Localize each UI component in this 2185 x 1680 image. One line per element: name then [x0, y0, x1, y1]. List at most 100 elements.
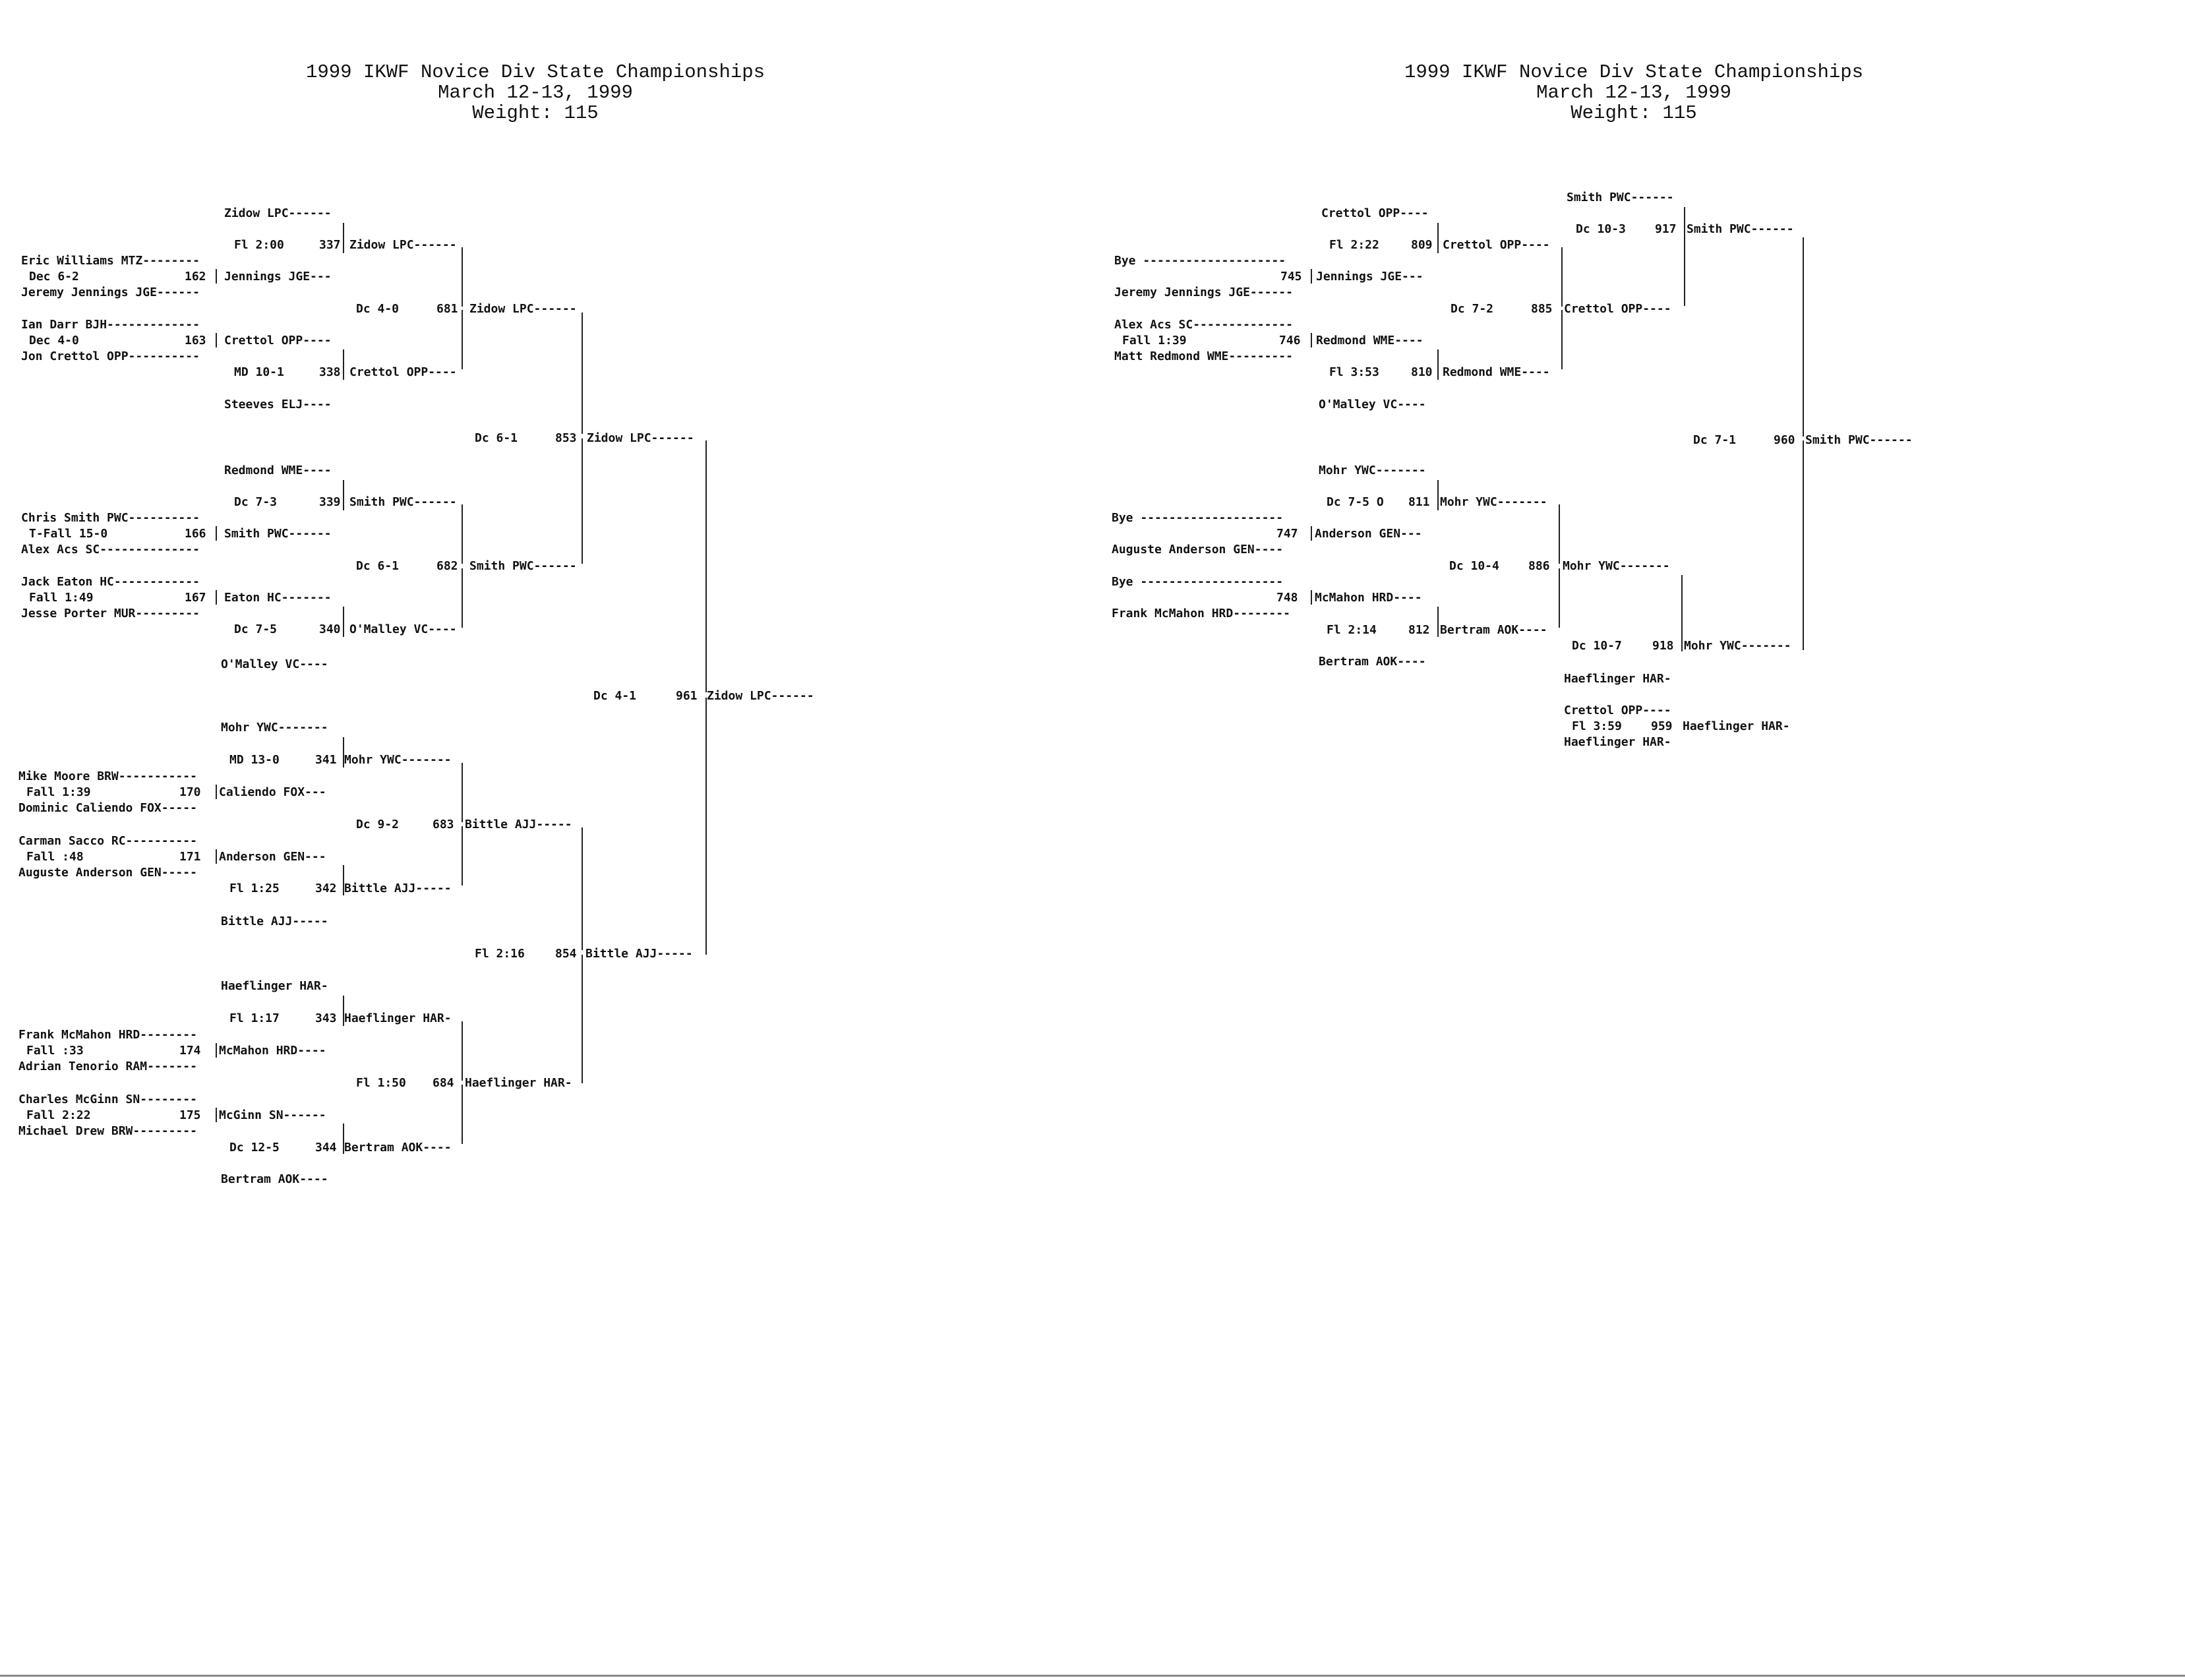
bracket-connector [216, 269, 217, 284]
bracket-connector [1311, 526, 1312, 541]
bracket-entry: Mohr YWC------- [221, 721, 328, 735]
bout-number: 174 [179, 1044, 201, 1058]
bracket-connector [216, 1108, 217, 1122]
match-result: Fl 1:50 [356, 1076, 406, 1090]
bracket-entry: Mike Moore BRW----------- [18, 769, 197, 783]
bracket-entry: Bittle AJJ----- [344, 882, 452, 895]
bout-number: 885 [1531, 302, 1553, 316]
bracket-connector [216, 590, 217, 605]
bout-number: 684 [433, 1076, 454, 1090]
bracket-connector [1559, 568, 1560, 628]
bracket-entry: Jeremy Jennings JGE------ [21, 285, 200, 299]
bout-number: 682 [436, 559, 458, 573]
bout-number: 918 [1652, 639, 1674, 653]
bracket-connector [1437, 480, 1439, 510]
match-result: Fall 2:22 [26, 1108, 91, 1122]
bracket-entry: Haeflinger HAR- [344, 1011, 452, 1025]
bracket-entry: O'Malley VC---- [221, 657, 328, 671]
bracket-connector [582, 438, 583, 564]
bracket-entry: McMahon HRD---- [1315, 591, 1422, 605]
bout-number: 170 [179, 785, 201, 799]
bracket-entry: Zidow LPC------ [587, 431, 694, 445]
bracket-connector [462, 1085, 463, 1144]
bracket-connector [343, 349, 344, 380]
match-result: Fl 3:53 [1329, 365, 1379, 379]
bracket-entry: Chris Smith PWC---------- [21, 511, 200, 525]
match-result: Dc 12-5 [229, 1141, 280, 1155]
bracket-entry: Crettol OPP---- [1564, 302, 1671, 316]
match-result: Dec 4-0 [29, 334, 79, 347]
bracket-entry: Smith PWC------ [224, 527, 332, 541]
bout-number: 917 [1655, 222, 1677, 236]
bracket-entry: Smith PWC------ [1687, 222, 1794, 236]
bracket-entry: Crettol OPP---- [224, 334, 332, 347]
bracket-entry: Jeremy Jennings JGE------ [1114, 285, 1293, 299]
bout-number: 745 [1280, 270, 1302, 284]
bracket-entry: Zidow LPC------ [224, 206, 332, 220]
bracket-entry: Bittle AJJ----- [221, 915, 328, 928]
bracket-connector [1311, 333, 1312, 347]
bout-number: 163 [185, 334, 206, 347]
bracket-connector [582, 313, 583, 434]
bracket-connector [1437, 607, 1439, 637]
bracket-connector [1311, 590, 1312, 605]
bracket-connector [582, 827, 583, 950]
bout-number: 162 [185, 270, 206, 284]
bout-number: 748 [1276, 591, 1298, 605]
bracket-connector [216, 785, 217, 799]
match-result: Dc 10-7 [1572, 639, 1622, 653]
match-result: Fl 2:16 [475, 947, 525, 961]
bracket-entry: Alex Acs SC-------------- [21, 543, 200, 556]
bracket-connector [1437, 223, 1439, 253]
match-result: Dc 7-5 O [1327, 495, 1384, 509]
bracket-entry: Redmond WME---- [224, 464, 332, 477]
bracket-connector [462, 504, 463, 564]
match-result: MD 10-1 [234, 365, 284, 379]
bout-number: 747 [1276, 527, 1298, 541]
bracket-entry: Bertram AOK---- [221, 1172, 328, 1186]
bracket-connector [343, 737, 344, 767]
bracket-entry: Crettol OPP---- [1564, 704, 1671, 717]
bracket-entry: Adrian Tenorio RAM------- [18, 1060, 197, 1073]
bracket-connector [1561, 247, 1563, 307]
bracket-entry: Bye -------------------- [1112, 575, 1284, 589]
bracket-entry: Crettol OPP---- [1321, 206, 1429, 220]
bracket-entry: Dominic Caliendo FOX----- [18, 801, 197, 815]
bout-number: 854 [555, 947, 577, 961]
bracket-connector [462, 1021, 463, 1081]
match-result: Fall 1:39 [26, 785, 91, 799]
bracket-connector [343, 480, 344, 510]
bracket-entry: Steeves ELJ---- [224, 398, 332, 411]
bout-number: 341 [315, 753, 337, 767]
bracket-entry: Jesse Porter MUR--------- [21, 607, 200, 620]
bracket-entry: Michael Drew BRW--------- [18, 1124, 197, 1138]
match-result: Fl 2:22 [1329, 238, 1379, 252]
bracket-entry: Charles McGinn SN-------- [18, 1093, 197, 1106]
match-result: Dc 4-0 [356, 302, 400, 316]
match-result: Fl 2:14 [1327, 623, 1377, 637]
bracket-entry: Zidow LPC------ [469, 302, 577, 316]
bracket-entry: Zidow LPC------ [707, 689, 814, 703]
match-result: Fall :33 [26, 1044, 84, 1058]
bracket-entry: Jennings JGE--- [1316, 270, 1423, 284]
left-title-line-1: 1999 IKWF Novice Div State Championships [305, 61, 765, 83]
bracket-connector [462, 568, 463, 628]
bracket-entry: Haeflinger HAR- [1564, 735, 1671, 749]
bracket-entry: Haeflinger HAR- [221, 979, 328, 993]
bout-number: 961 [676, 689, 698, 703]
match-result: Fall :48 [26, 850, 84, 864]
bracket-entry: Bertram AOK---- [1440, 623, 1547, 637]
bout-number: 339 [319, 495, 341, 509]
match-result: T-Fall 15-0 [29, 527, 108, 541]
match-result: Dc 6-1 [356, 559, 400, 573]
bout-number: 337 [319, 238, 341, 252]
right-title-line-1: 1999 IKWF Novice Div State Championships [1404, 61, 1864, 83]
left-title-line-2: March 12-13, 1999 [438, 82, 633, 104]
bracket-entry: Bertram AOK---- [1319, 655, 1426, 669]
match-result: Dec 6-2 [29, 270, 79, 284]
bracket-entry: Haeflinger HAR- [1683, 719, 1790, 733]
bracket-connector [1684, 207, 1685, 237]
bout-number: 960 [1774, 433, 1795, 447]
bracket-entry: Mohr YWC------- [1563, 559, 1670, 573]
bracket-connector [462, 763, 463, 822]
